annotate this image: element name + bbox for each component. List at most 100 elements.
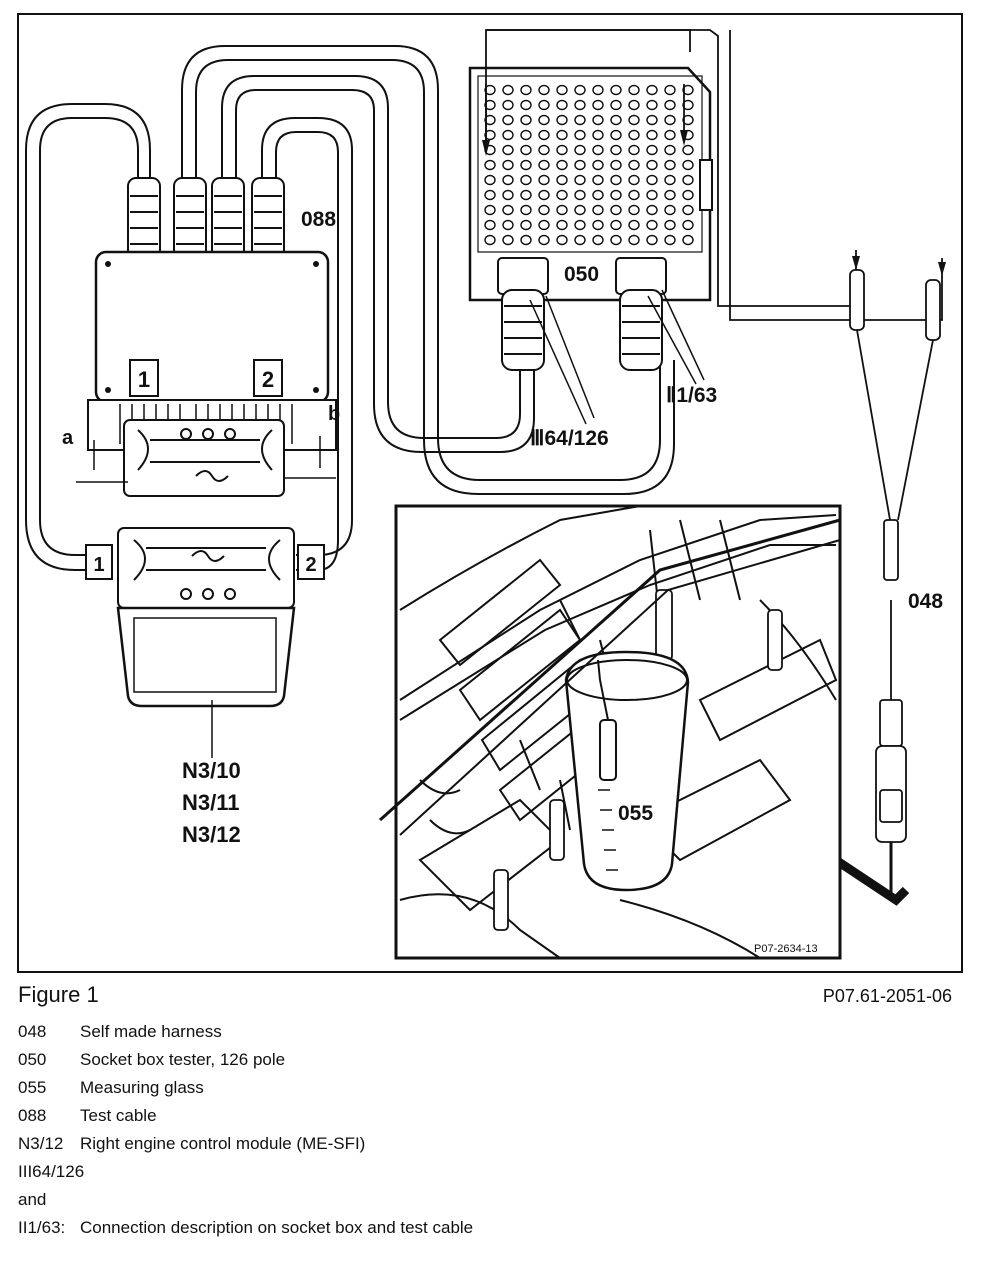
socket-pin <box>502 189 514 201</box>
svg-text:1: 1 <box>93 554 104 576</box>
socket-pin <box>574 99 586 111</box>
label-pins-64-126: Ⅲ64/126 <box>530 427 609 450</box>
figure-frame <box>17 13 963 973</box>
socket-pin <box>628 84 640 96</box>
socket-pin <box>556 204 568 216</box>
harness-plugs <box>849 269 941 843</box>
figure-reference: P07.61-2051-06 <box>822 986 952 1006</box>
socket-pin <box>682 84 694 96</box>
socket-pin <box>610 204 622 216</box>
socket-pin <box>520 219 532 231</box>
socket-pin <box>664 189 676 201</box>
socket-pin-grid <box>484 84 694 246</box>
socket-pin <box>646 174 658 186</box>
socket-pin <box>538 219 550 231</box>
socket-pin <box>592 234 604 246</box>
socket-pin <box>520 159 532 171</box>
socket-pin <box>664 234 676 246</box>
socket-connector-right <box>615 257 667 371</box>
socket-pin <box>610 144 622 156</box>
legend-desc: Self made harness <box>80 1022 222 1041</box>
socket-pin <box>592 99 604 111</box>
legend-code: and <box>18 1190 47 1209</box>
socket-pin <box>556 129 568 141</box>
label-a: a <box>62 427 74 449</box>
svg-text:2: 2 <box>262 367 274 392</box>
legend-desc: Right engine control module (ME-SFI) <box>80 1134 366 1153</box>
socket-pin <box>520 129 532 141</box>
legend: 048 Self made harness 050 Socket box tes… <box>18 1022 918 1246</box>
socket-pin <box>610 84 622 96</box>
socket-pin <box>682 114 694 126</box>
legend-row: 055 Measuring glass <box>18 1078 918 1106</box>
legend-row: 088 Test cable <box>18 1106 918 1134</box>
socket-pin <box>610 174 622 186</box>
legend-code: II1/63: <box>18 1218 66 1237</box>
legend-code: 048 <box>18 1022 47 1041</box>
socket-pin <box>574 219 586 231</box>
socket-pin <box>574 159 586 171</box>
socket-pin <box>646 159 658 171</box>
socket-pin <box>646 84 658 96</box>
connector-box-2-upper: 2 <box>253 359 283 397</box>
socket-pin <box>520 174 532 186</box>
socket-pin <box>664 219 676 231</box>
socket-pin <box>574 234 586 246</box>
socket-pin <box>592 144 604 156</box>
socket-pin <box>646 189 658 201</box>
socket-pin <box>682 174 694 186</box>
socket-pin <box>538 189 550 201</box>
socket-pin <box>556 189 568 201</box>
socket-pin <box>484 204 496 216</box>
socket-pin <box>484 189 496 201</box>
socket-pin <box>502 129 514 141</box>
socket-pin <box>592 204 604 216</box>
legend-code: III64/126 <box>18 1162 85 1181</box>
socket-pin <box>610 129 622 141</box>
upper-connector <box>123 419 285 497</box>
legend-desc: Socket box tester, 126 pole <box>80 1050 286 1069</box>
socket-pin <box>556 84 568 96</box>
label-088: 088 <box>301 208 336 231</box>
socket-pin <box>556 174 568 186</box>
socket-pin <box>610 189 622 201</box>
socket-pin <box>682 234 694 246</box>
socket-pin <box>484 84 496 96</box>
socket-pin <box>574 144 586 156</box>
label-050: 050 <box>564 263 599 286</box>
figure-caption: Figure 1 P07.61-2051-06 <box>18 978 962 1012</box>
socket-pin <box>628 99 640 111</box>
socket-pin <box>556 99 568 111</box>
socket-pin <box>592 189 604 201</box>
socket-pin <box>538 234 550 246</box>
legend-row: III64/126 <box>18 1162 918 1190</box>
legend-code: 088 <box>18 1106 47 1125</box>
socket-pin <box>682 189 694 201</box>
socket-pin <box>574 174 586 186</box>
socket-pin <box>520 204 532 216</box>
socket-pin <box>592 219 604 231</box>
socket-pin <box>484 234 496 246</box>
socket-pin <box>502 99 514 111</box>
socket-pin <box>646 129 658 141</box>
socket-pin <box>574 114 586 126</box>
lower-connector <box>117 527 295 609</box>
socket-pin <box>610 159 622 171</box>
diagram-figure: 1 2 1 2 <box>17 13 963 973</box>
socket-pin <box>502 174 514 186</box>
socket-pin <box>574 129 586 141</box>
socket-pin <box>682 99 694 111</box>
socket-pin <box>610 99 622 111</box>
measuring-glass <box>564 650 690 892</box>
socket-pin <box>484 99 496 111</box>
legend-desc: Measuring glass <box>80 1078 204 1097</box>
legend-desc: Connection description on socket box and… <box>80 1218 474 1237</box>
socket-pin <box>682 204 694 216</box>
socket-pin <box>520 144 532 156</box>
socket-pin <box>628 114 640 126</box>
socket-pin <box>556 219 568 231</box>
socket-pin <box>628 129 640 141</box>
socket-pin <box>664 144 676 156</box>
socket-pin <box>502 144 514 156</box>
socket-pin <box>502 114 514 126</box>
